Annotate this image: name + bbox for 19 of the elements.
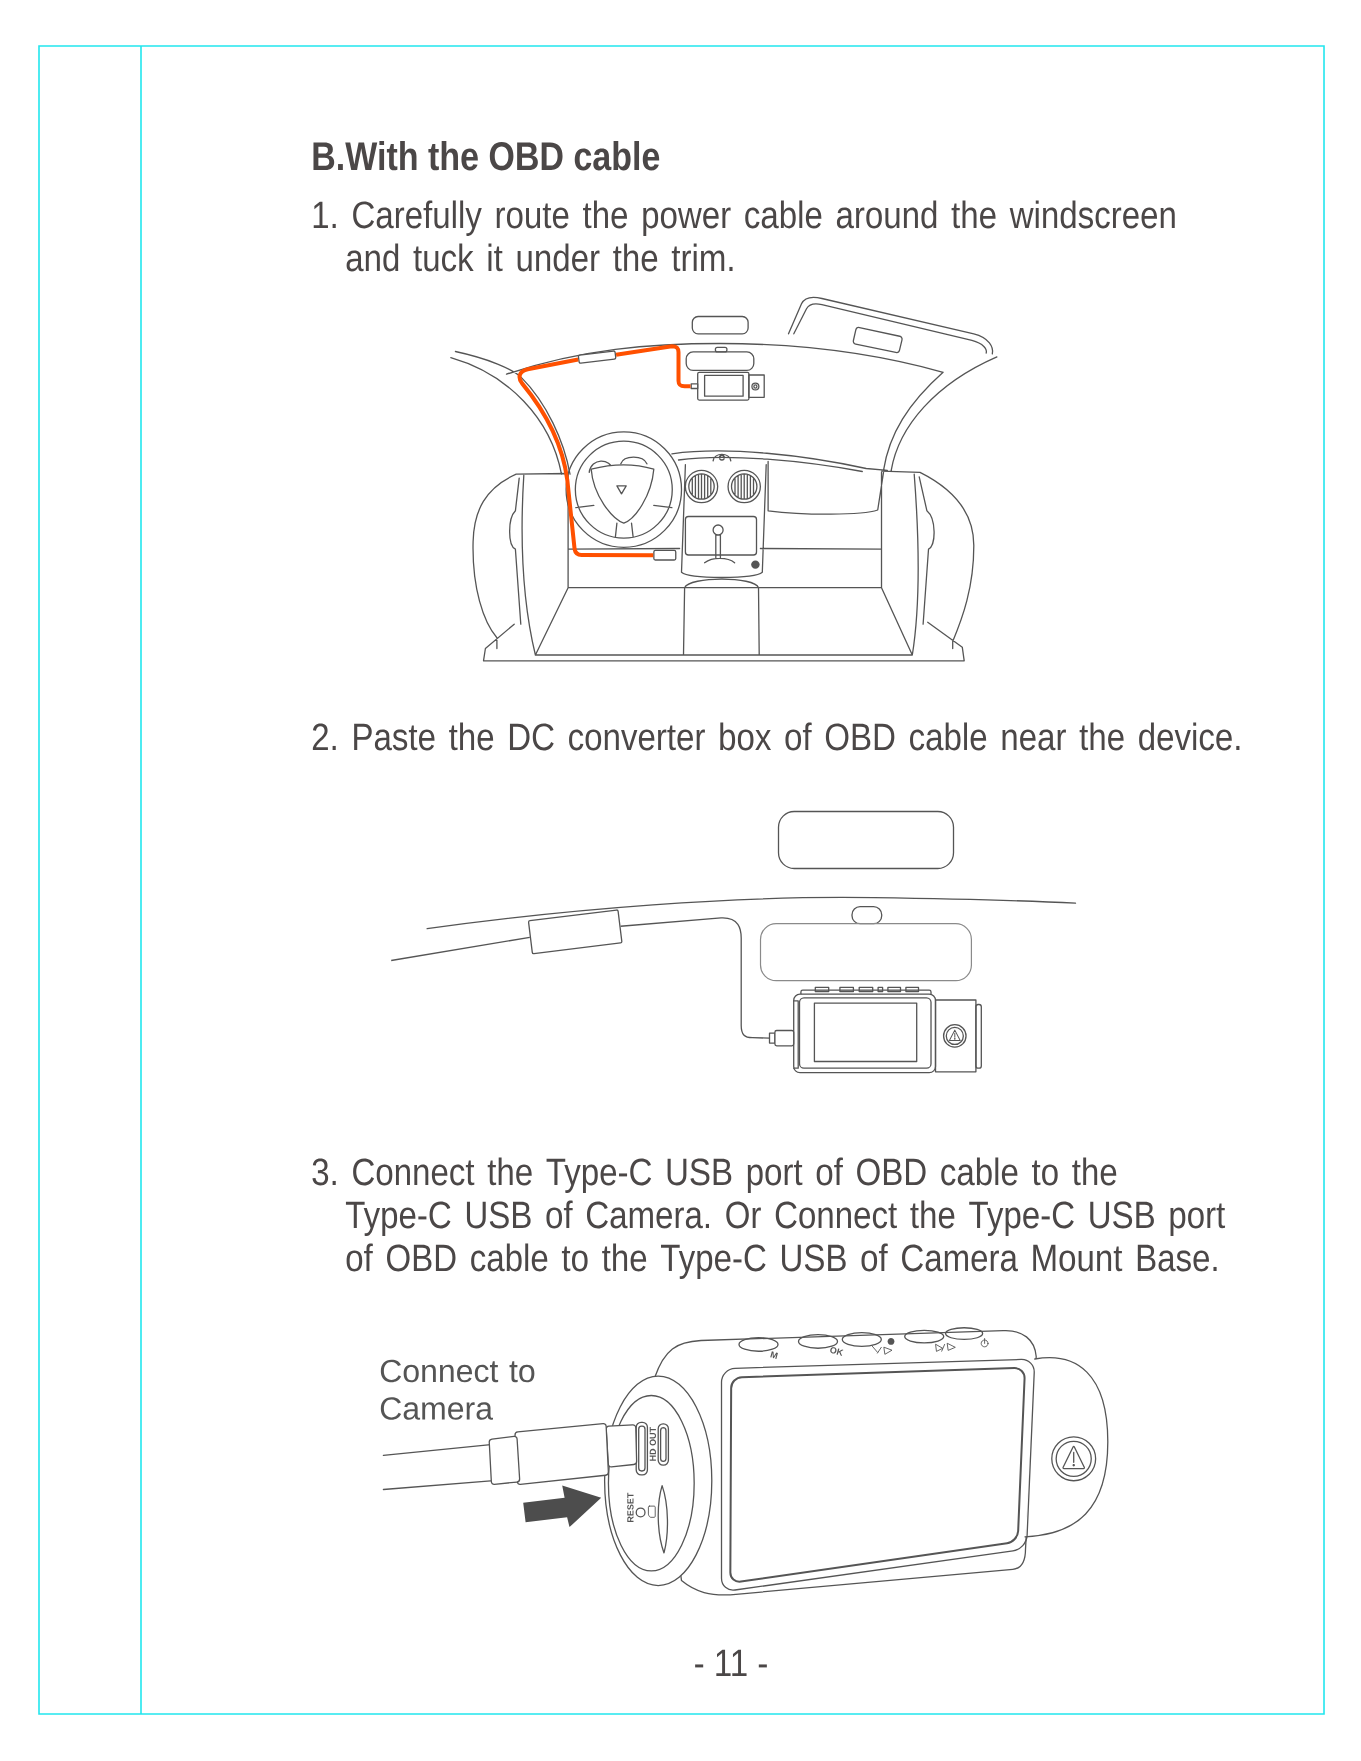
instruction-text: 3. Connect the Type-C USB port of OBD cable to the Type-C USB of Camera. Or Connect the Type-C USB port of OBD cable to the Type-C USB of Camera Mount Base. [312, 1157, 1226, 1279]
port-label: HD OUT [649, 1427, 656, 1461]
page-number: - 11 - [695, 1649, 767, 1676]
callout-text: Connect to Camera [380, 1359, 535, 1420]
power-cable [390, 936, 531, 962]
obd-plug [653, 549, 677, 561]
port-label: RESET [627, 1492, 634, 1522]
instruction-text: 1. Carefully route the power cable around the windscreen and tuck it under the trim. [313, 200, 1175, 272]
dash-camera [768, 986, 982, 1074]
button-label: OK [830, 1347, 844, 1356]
converter-box [527, 909, 623, 955]
heading: B.With the OBD cable [313, 141, 660, 171]
power-cable [619, 917, 770, 1039]
power-cable [517, 357, 654, 558]
dash-camera [690, 371, 765, 401]
instruction-text: 2. Paste the DC converter box of OBD cable near the device. [312, 722, 1240, 751]
button-label: M [770, 1351, 778, 1359]
power-cable [615, 344, 691, 389]
converter-box [577, 350, 617, 364]
